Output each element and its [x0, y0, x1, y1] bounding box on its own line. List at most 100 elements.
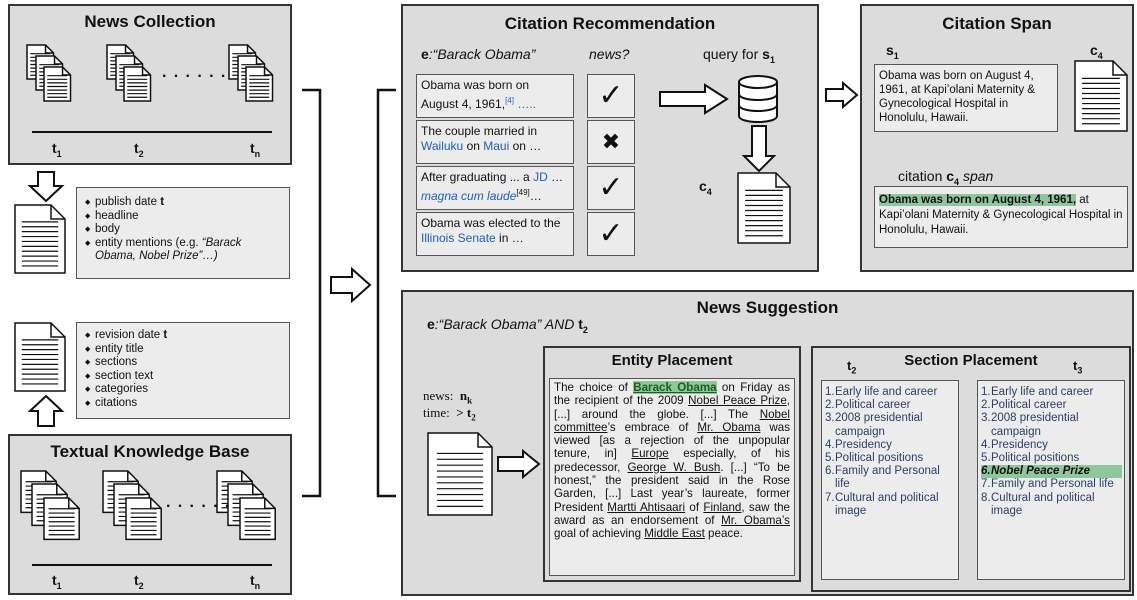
kb-time-t2: t2: [134, 572, 144, 591]
kb-time-tn: tn: [250, 572, 261, 591]
news-label: news: nk: [423, 388, 473, 406]
kb-timeline: [32, 564, 272, 566]
news-field-item: entity mentions (e.g. “Barack Obama, Nob…: [85, 237, 283, 264]
entity-text-segment: , [...] around the globe. [...] The: [554, 394, 790, 421]
kb-field-item: revision date t: [85, 329, 283, 343]
entity-text-segment: of: [685, 500, 704, 514]
news-collection-panel: News Collection · · · · · · t1 t2 tn: [8, 4, 292, 165]
section-item: 7.Family and Personal life: [981, 478, 1114, 491]
news-document-icon: [14, 204, 66, 274]
citation-span-panel: Citation Span s1 c4 Obama was born on Au…: [860, 4, 1134, 272]
section-placement-box: Section Placement t2 t3 1.Early life and…: [811, 346, 1131, 592]
document-icon: [239, 496, 276, 545]
section-item: 4.Presidency: [825, 438, 892, 451]
time-label: time: > t2: [423, 405, 476, 423]
s1-label: s1: [886, 42, 899, 61]
document-icon: [123, 66, 152, 107]
span-c4-document-icon: [1074, 60, 1128, 132]
section-item: 1.Early life and career: [981, 386, 1094, 398]
document-icon: [43, 66, 72, 107]
section-item: 3.2008 presidential campaign: [825, 412, 923, 438]
arrow-down-small-icon: [741, 125, 777, 173]
sentence-4: Obama was elected to the Illinois Senate…: [416, 212, 574, 256]
entity-text-segment: Barack Obama: [633, 381, 717, 394]
span-highlight-box: Obama was born on August 4, 1961, at Kap…: [874, 186, 1128, 248]
doc-stack-1: [26, 44, 72, 102]
query-label: query for s1: [703, 46, 775, 65]
news-suggestion-title: News Suggestion: [696, 298, 839, 317]
kb-panel: Textual Knowledge Base · · · · · · t1 t2…: [8, 434, 292, 595]
arrow-right-to-span-icon: [825, 80, 859, 110]
kb-field-item: sections: [85, 356, 283, 370]
arrow-right-big-icon: [330, 266, 372, 304]
citation-span-title: Citation Span: [942, 14, 1052, 33]
section-item: 5.Political positions: [981, 452, 1080, 465]
section-item: 5.Political positions: [825, 452, 924, 465]
cross-box-2: ✖: [587, 120, 635, 164]
section-item: 1.Early life and career: [825, 386, 938, 398]
c4-document-icon: [737, 172, 791, 244]
entity-text-segment: Nobel committee: [554, 407, 790, 434]
section-item: 6.Family and Personal life: [825, 465, 940, 491]
sentence-2: The couple married in Wailuku on Maui on…: [416, 120, 574, 164]
time-label-t1: t1: [52, 140, 62, 159]
entity-text-segment: peace.: [704, 527, 743, 541]
suggested-news-document-icon: [427, 432, 493, 516]
timeline: [32, 131, 272, 133]
c4-span-label: c4: [1090, 42, 1103, 61]
news-field-item: body: [85, 223, 283, 237]
check-box-3: ✓: [587, 166, 635, 210]
section-t2-label: t2: [847, 358, 857, 376]
entity-text-segment: ’s embrace of: [607, 420, 698, 434]
citation-span-label: citation c4 span: [898, 168, 994, 187]
section-item: 8.Cultural and political image: [981, 491, 1095, 517]
check-box-1: ✓: [587, 74, 635, 118]
right-bracket: [376, 88, 396, 498]
section-item: 2.Political career: [825, 399, 911, 412]
section-item: 3.2008 presidential campaign: [981, 412, 1079, 438]
entity-text-segment: Europe: [631, 447, 669, 461]
kb-field-item: section text: [85, 370, 283, 384]
section-item: 4.Presidency: [981, 438, 1048, 451]
news-question: news?: [589, 46, 630, 62]
database-icon: [738, 75, 778, 123]
entity-text-segment: , saw the award as an endorsement of: [554, 500, 790, 527]
check-box-4: ✓: [587, 212, 635, 256]
entity-text-segment: especially, of his predecessor,: [554, 447, 790, 474]
entity-text-segment: Mr. Obama: [697, 420, 761, 434]
news-collection-title: News Collection: [84, 12, 216, 31]
document-icon: [125, 496, 162, 545]
span-sentence-box: Obama was born on August 4, 1961, at Kap…: [874, 64, 1058, 132]
arrow-right-icon: [659, 83, 729, 115]
kb-stack-2: [102, 470, 162, 540]
left-bracket: [302, 88, 322, 498]
kb-document-icon: [14, 322, 66, 392]
entity-text-segment: Martti Ahtisaari: [607, 500, 686, 514]
kb-fields-box: revision date tentity titlesectionssecti…: [76, 322, 290, 419]
kb-field-item: entity title: [85, 343, 283, 357]
citation-recommendation-panel: Citation Recommendation e:“Barack Obama”…: [401, 4, 819, 272]
kb-stack-n: [216, 470, 276, 540]
sentence-1: Obama was born on August 4, 1961,[4] …..: [416, 74, 574, 118]
arrow-down-icon: [27, 171, 65, 203]
entity-placement-box: Entity Placement The choice of Barack Ob…: [543, 346, 801, 582]
entity-text-segment: Nobel Peace Prize: [688, 394, 787, 408]
kb-time-t1: t1: [52, 572, 62, 591]
news-fields-box: publish date theadlinebodyentity mention…: [76, 187, 290, 279]
c4-label: c4: [699, 178, 712, 197]
entity-label: e:“Barack Obama”: [421, 46, 536, 62]
kb-stack-1: [20, 470, 80, 540]
arrow-to-entity-icon: [497, 448, 541, 480]
section-item: 7.Cultural and political image: [825, 491, 939, 517]
time-label-tn: tn: [250, 140, 261, 159]
entity-text-segment: Mr. Obama’s: [721, 513, 790, 527]
entity-text-segment: The choice of: [554, 381, 634, 394]
news-suggestion-panel: News Suggestion e:“Barack Obama” AND t2 …: [401, 290, 1134, 596]
news-field-item: publish date t: [85, 196, 283, 210]
ellipsis: · · · · · ·: [162, 68, 228, 85]
sentence-3: After graduating ... a JD …magna cum lau…: [416, 166, 574, 210]
section-placement-title: Section Placement: [904, 352, 1038, 369]
